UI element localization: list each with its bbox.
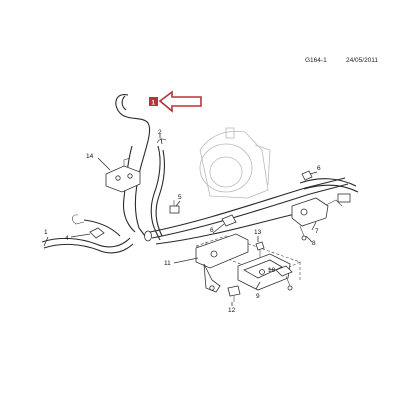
callout-6-right: 6 <box>317 165 321 172</box>
callout-10: 10 <box>268 267 276 274</box>
clip-4 <box>89 227 105 239</box>
vacuum-hose-assembly <box>41 93 359 254</box>
valve-7 <box>291 193 351 227</box>
selected-part-badge[interactable] <box>149 97 158 106</box>
bolt-13 <box>255 241 265 258</box>
clip-6-right <box>301 170 313 181</box>
callout-1: 1 <box>44 229 48 236</box>
callout-12: 12 <box>228 307 236 314</box>
diagram-code: G164-1 <box>305 57 327 64</box>
clamp-left <box>144 230 152 242</box>
callout-11: 11 <box>164 260 171 267</box>
sensor-10 <box>275 265 293 291</box>
callout-9: 9 <box>256 293 260 300</box>
bracket-11 <box>195 233 249 293</box>
callout-14: 14 <box>86 153 94 160</box>
bracket-14 <box>105 157 141 193</box>
callout-7: 7 <box>315 228 319 235</box>
clip-5 <box>169 200 180 214</box>
callout-2: 2 <box>158 129 162 136</box>
screw-8 <box>299 225 307 241</box>
selected-part-marker[interactable]: 1 <box>149 90 202 113</box>
bolt-12 <box>227 285 241 302</box>
leader-lines <box>43 134 318 306</box>
diagram-date: 24/05/2011 <box>346 57 379 64</box>
callout-4: 4 <box>65 235 69 242</box>
selected-part-arrow-icon <box>158 90 202 113</box>
pump-housing-ghost <box>199 127 271 199</box>
clip-6-centre <box>221 214 237 227</box>
callout-5: 5 <box>178 194 182 201</box>
selected-part-label: 1 <box>152 101 156 107</box>
module-9 <box>237 253 291 291</box>
callout-6-centre: 6 <box>210 227 214 234</box>
callout-8: 8 <box>312 240 316 247</box>
callout-13: 13 <box>254 229 262 236</box>
